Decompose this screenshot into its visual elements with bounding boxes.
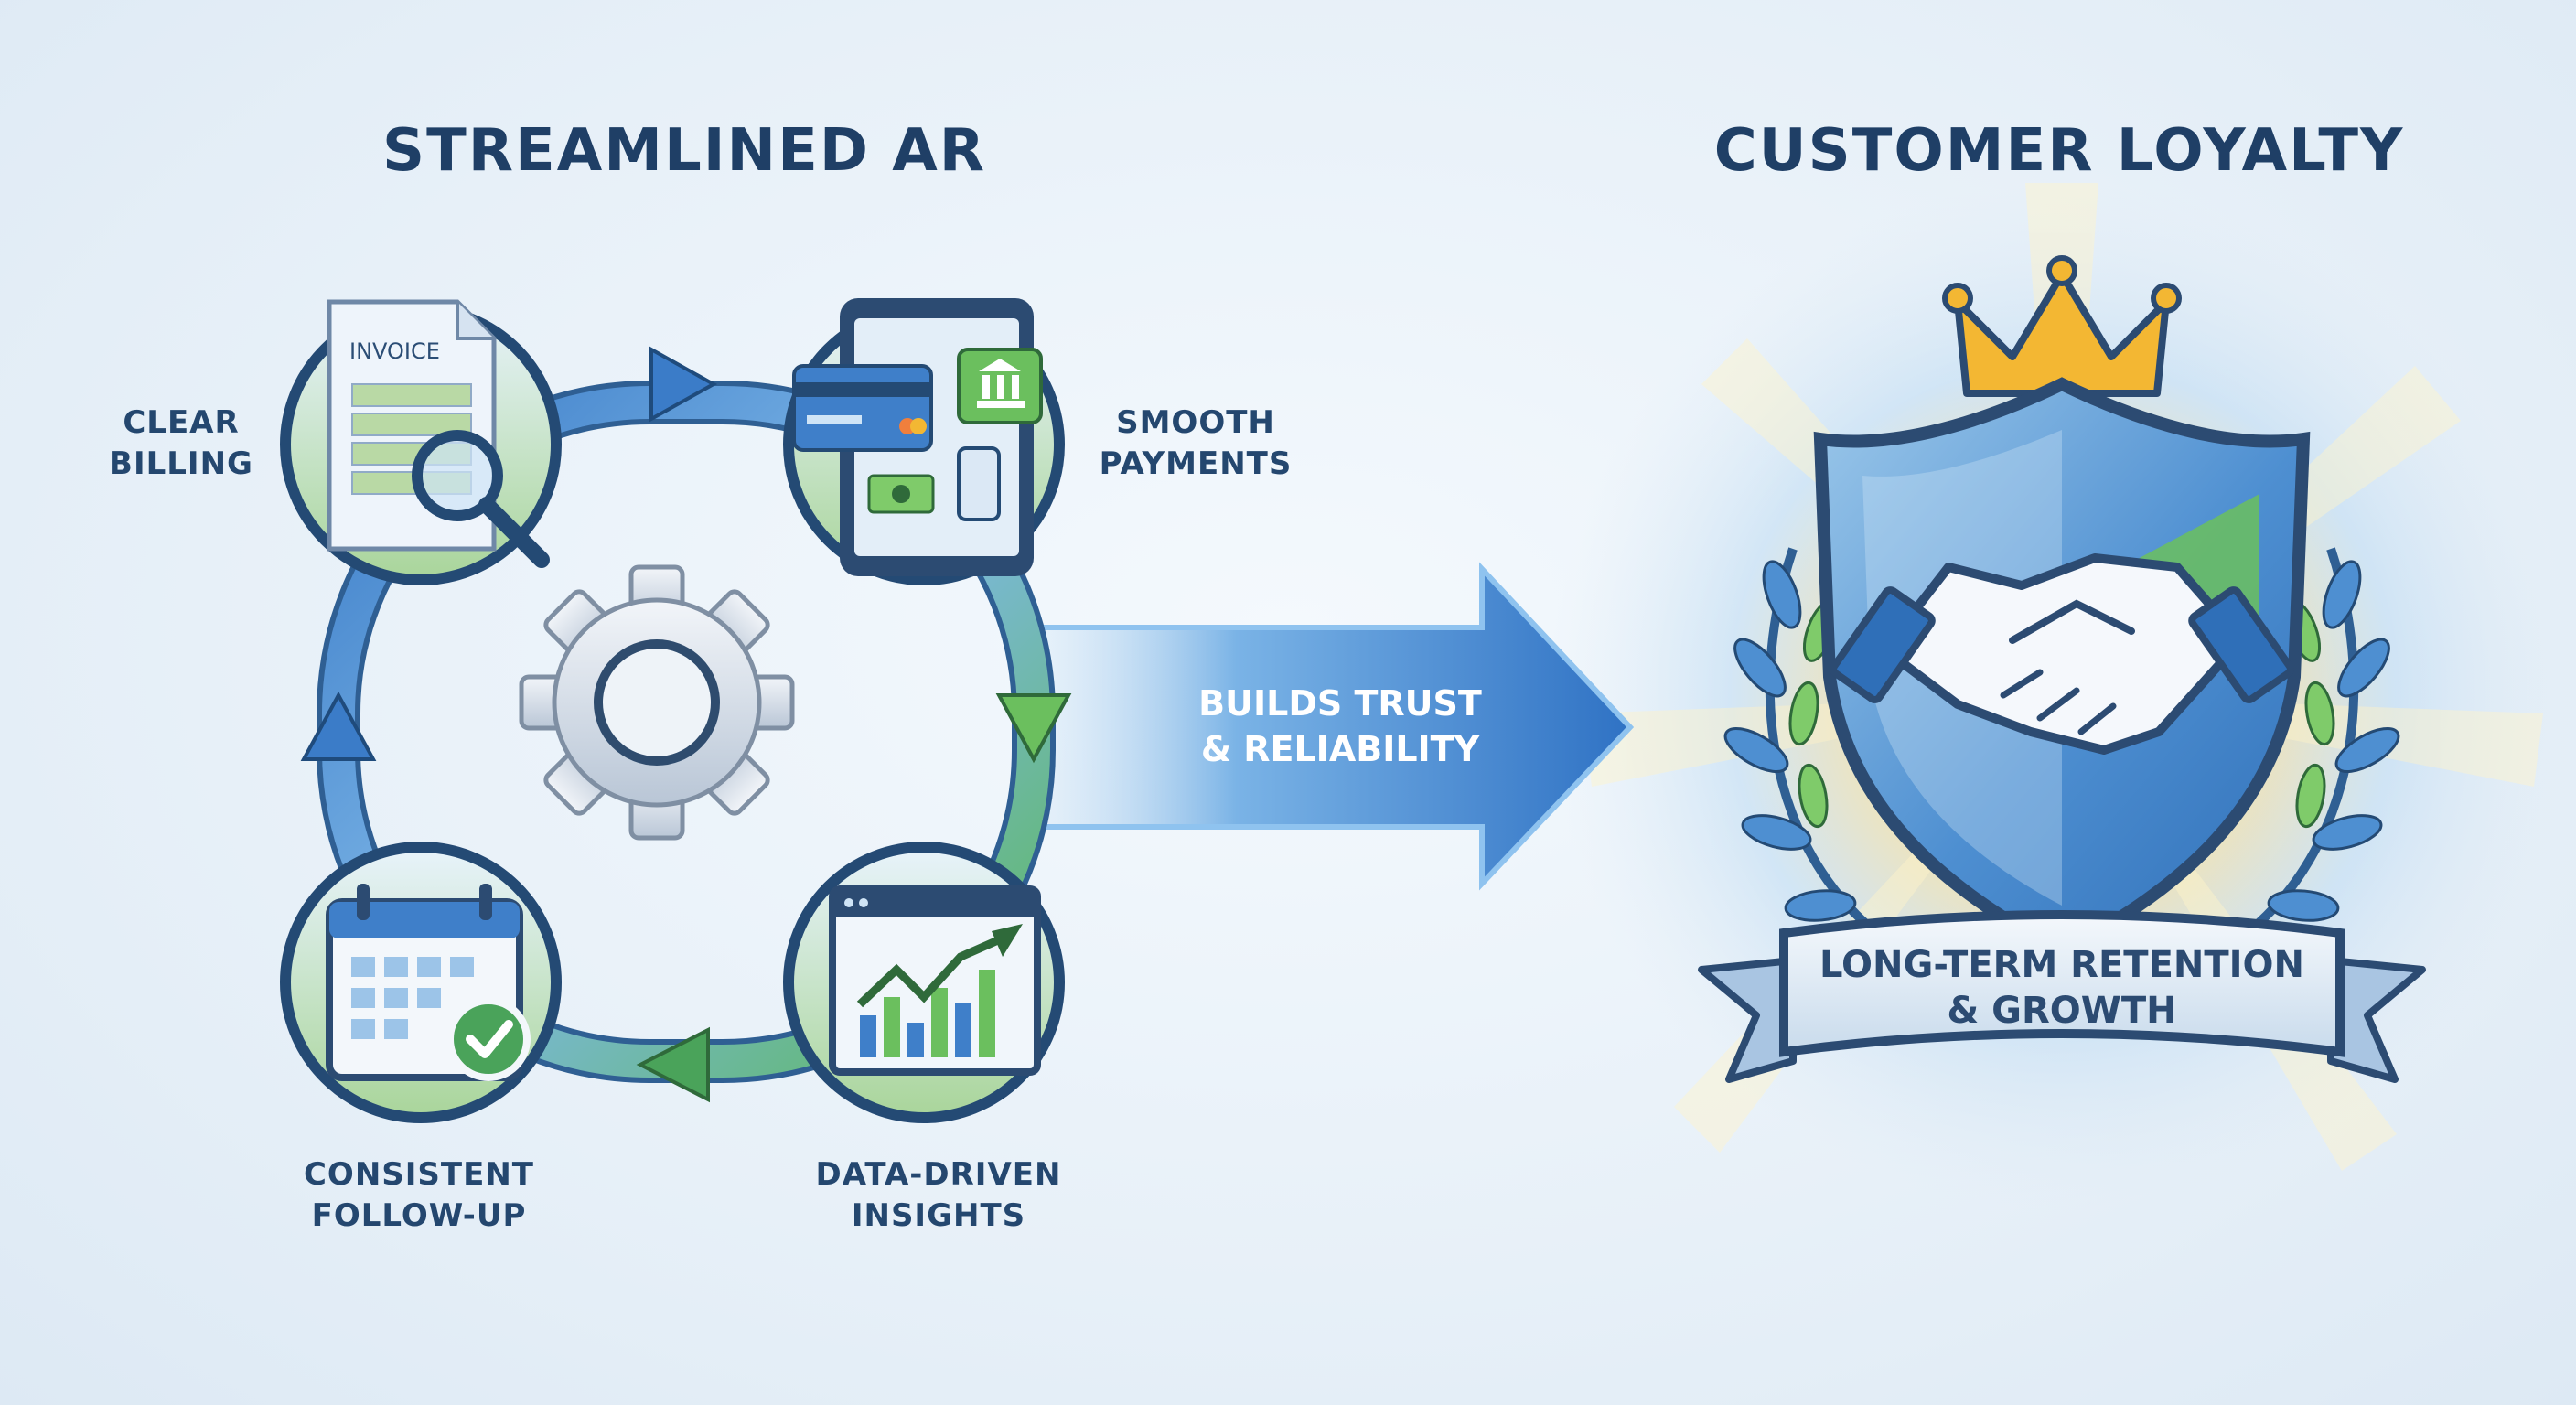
cycle-arrow-bottom	[636, 1026, 710, 1103]
gear-icon	[519, 564, 795, 841]
invoice-icon: INVOICE	[327, 299, 550, 568]
crown-icon	[1942, 255, 2182, 397]
cycle-arrow-right	[995, 693, 1072, 764]
growth-chart-icon	[829, 885, 1041, 1076]
step-icon-clear-billing: INVOICE	[280, 299, 562, 585]
arrow-label-line-2: & RELIABILITY	[1201, 729, 1480, 769]
invoice-label: INVOICE	[349, 338, 440, 364]
cycle-arrow-left	[300, 691, 377, 761]
process-cycle-ring	[300, 346, 1072, 1103]
handshake-icon	[1830, 553, 2294, 755]
retention-banner: LONG-TERM RETENTION & GROWTH	[1698, 910, 2426, 1083]
builds-trust-arrow: BUILDS TRUST & RELIABILITY	[1022, 562, 1635, 891]
step-icon-consistent-follow-up	[280, 842, 562, 1123]
payment-tablet-icon	[792, 298, 1043, 576]
laurel-wreath-icon	[1723, 547, 2400, 956]
cycle-arrow-top	[649, 346, 718, 423]
left-title: STREAMLINED AR	[381, 117, 987, 185]
arrow-label-line-1: BUILDS TRUST	[1198, 683, 1482, 724]
step-icon-data-driven-insights	[783, 842, 1065, 1123]
step-icon-smooth-payments	[783, 298, 1065, 585]
banner-text-line-2: & GROWTH	[1947, 990, 2176, 1032]
calendar-check-icon	[326, 884, 531, 1081]
banner-text-line-1: LONG-TERM RETENTION	[1819, 944, 2304, 986]
right-title: CUSTOMER LOYALTY	[1713, 117, 2405, 185]
